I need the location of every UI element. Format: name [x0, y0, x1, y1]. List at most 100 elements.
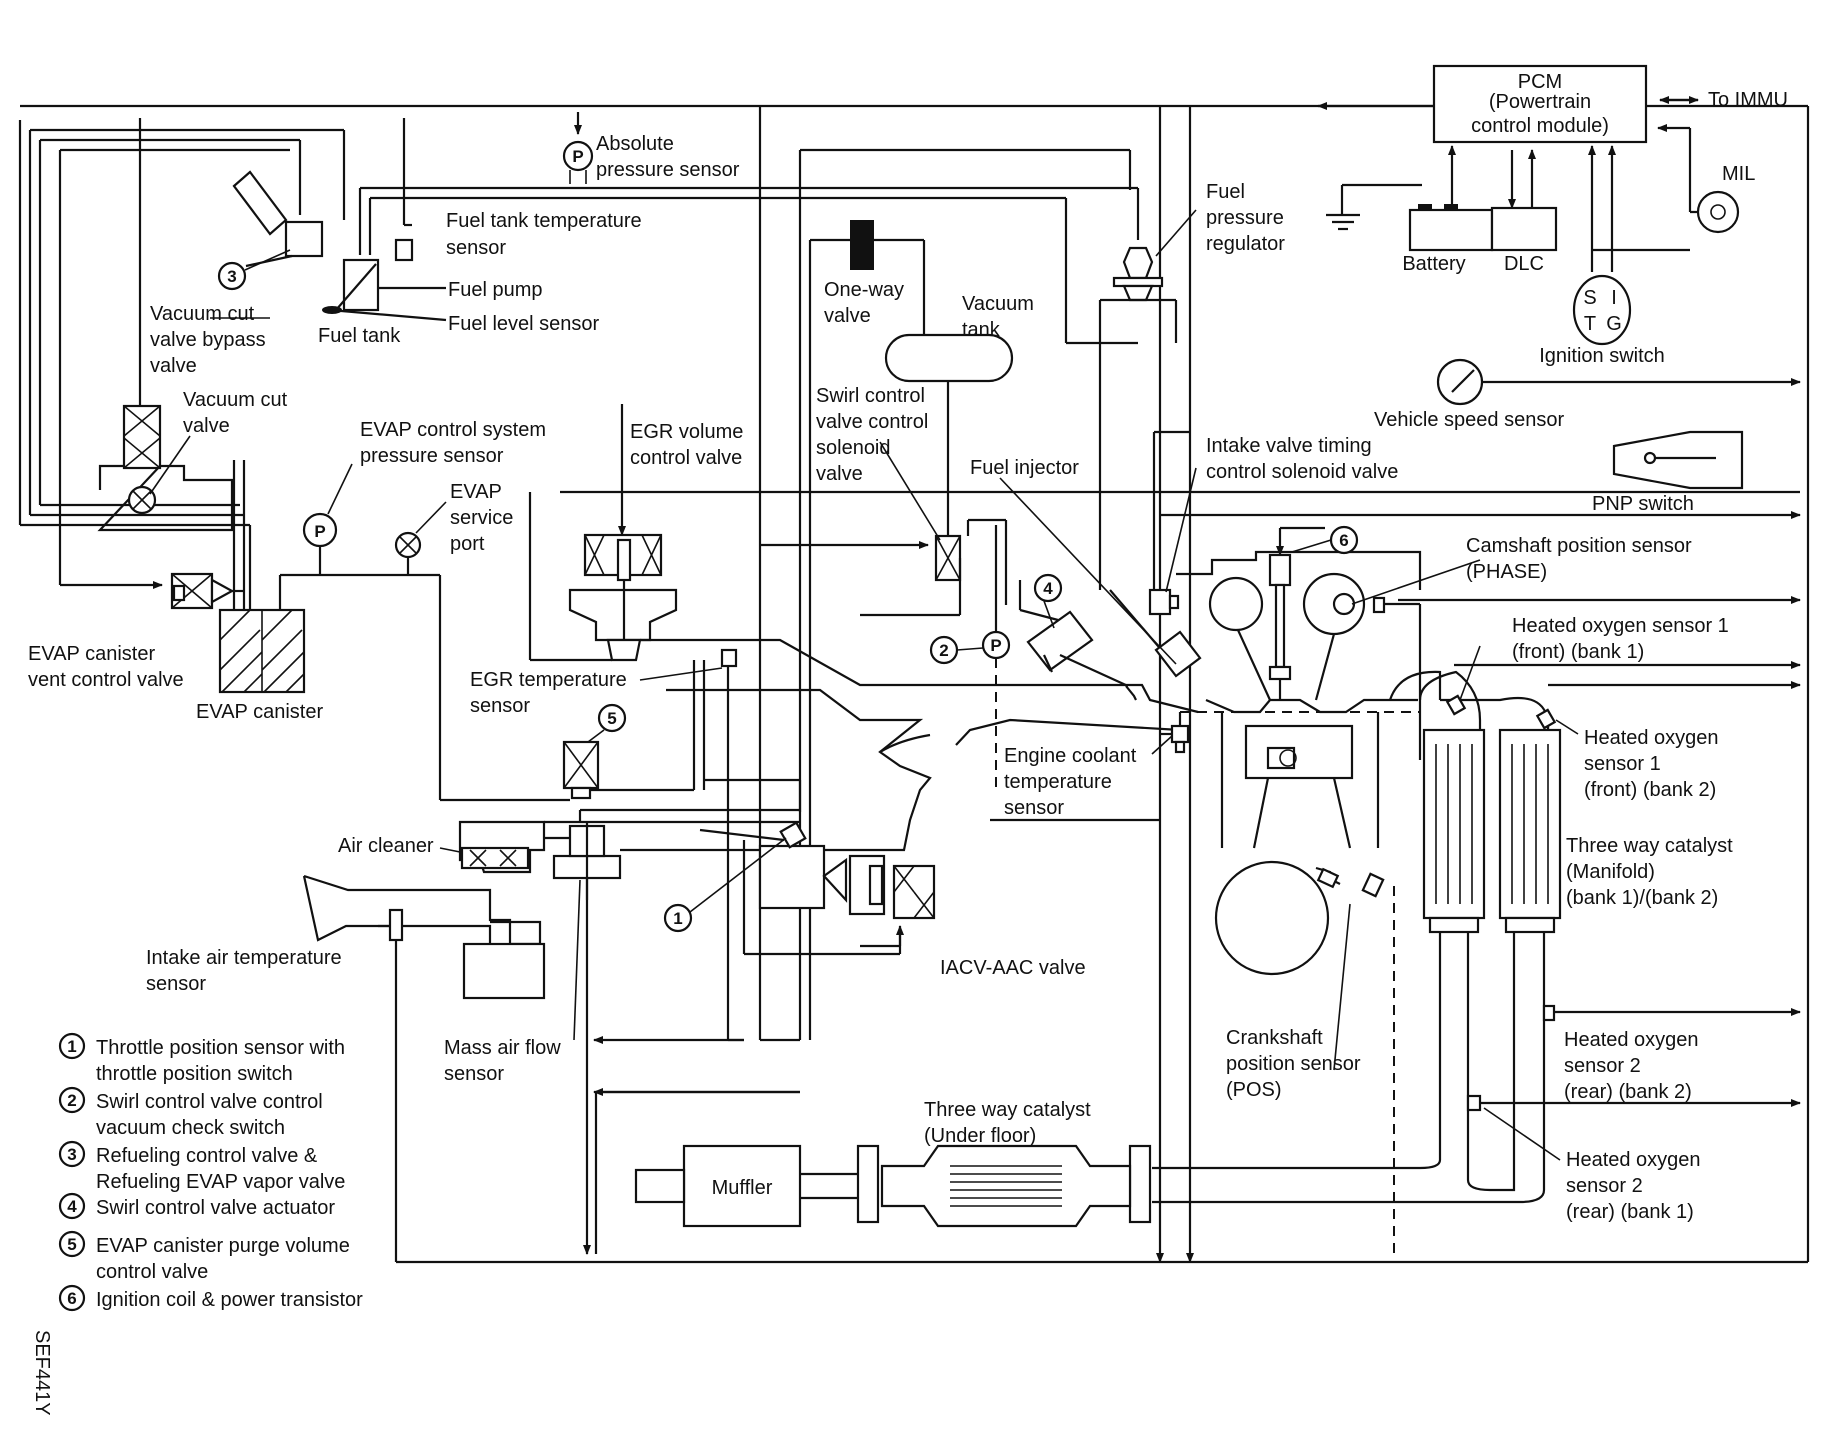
swirl-solenoid-label-4: valve — [816, 463, 863, 485]
evap-vent-valve-icon — [170, 572, 244, 610]
crankshaft-icon — [1214, 860, 1385, 976]
ho2s1-bank1-icon — [1445, 694, 1467, 716]
legend-item-text: EVAP canister purge volume — [96, 1235, 350, 1257]
legend-item-number: 3 — [67, 1145, 76, 1164]
callout-1: 1 — [663, 837, 787, 933]
maf-label-2: sensor — [444, 1063, 504, 1085]
signal-lines — [560, 490, 1801, 1107]
throttle-body-icon — [699, 821, 902, 956]
underfloor-catalyst-icon — [800, 1144, 1152, 1228]
ect-label-1: Engine coolant — [1004, 745, 1137, 767]
iat-label-1: Intake air temperature — [146, 947, 342, 969]
ho2s2-bank1-label-2: sensor 2 — [1566, 1175, 1643, 1197]
pcm-box: PCM (Powertrain control module) — [1432, 64, 1648, 144]
swirl-solenoid-icon — [760, 381, 1008, 617]
legend-item-text: throttle position switch — [96, 1063, 293, 1085]
swirl-control-valve-actuator-icon — [1018, 580, 1137, 701]
fuel-tank-temp-label-2: sensor — [446, 237, 506, 259]
ho2s1-bank2-icon — [1535, 708, 1557, 730]
legend-item-number: 1 — [67, 1037, 76, 1056]
ho2s1-bank2-label-2: sensor 1 — [1584, 753, 1661, 775]
absolute-p-symbol: P — [572, 147, 583, 166]
legend-item-number: 4 — [67, 1197, 77, 1216]
mil-icon — [1696, 190, 1740, 234]
vehicle-speed-sensor-icon — [1436, 358, 1801, 406]
fuel-tank-lines — [18, 118, 1138, 589]
ckp-label-2: position sensor — [1226, 1053, 1361, 1075]
maf-label-1: Mass air flow — [444, 1037, 561, 1059]
ho2s1-bank2-label-1: Heated oxygen — [1584, 727, 1719, 749]
air-cleaner-label: Air cleaner — [338, 835, 434, 857]
fuel-pressure-regulator-icon — [1098, 150, 1178, 590]
egr-temp-label-1: EGR temperature — [470, 669, 627, 691]
twc-manifold-label-2: (Manifold) — [1566, 861, 1655, 883]
egr-volume-label-2: control valve — [630, 447, 742, 469]
twc-underfloor-label-1: Three way catalyst — [924, 1099, 1091, 1121]
battery-icon — [1326, 183, 1494, 252]
callout-2: 2 — [929, 635, 984, 665]
ckp-label-1: Crankshaft — [1226, 1027, 1323, 1049]
vacuum-cut-bypass-label-1: Vacuum cut — [150, 303, 255, 325]
absolute-pressure-label-1: Absolute — [596, 133, 674, 155]
pnp-switch-label: PNP switch — [1592, 493, 1694, 515]
camshaft-label-1: Camshaft position sensor — [1466, 535, 1692, 557]
vehicle-speed-sensor-label: Vehicle speed sensor — [1374, 409, 1564, 431]
ignition-letter-t: T — [1584, 313, 1596, 335]
egr-temp-label-2: sensor — [470, 695, 530, 717]
legend-item: 5 EVAP canister purge volume control val… — [58, 1230, 350, 1283]
callout-6-number: 6 — [1339, 531, 1348, 550]
ho2s2-bank2-label-1: Heated oxygen — [1564, 1029, 1699, 1051]
fuel-level-sensor-label: Fuel level sensor — [448, 313, 600, 335]
air-cleaner-icon — [302, 808, 800, 1000]
callout-5: 5 — [587, 703, 627, 743]
callout-1-number: 1 — [673, 909, 682, 928]
check-switch-p-symbol: P — [990, 636, 1001, 655]
vacuum-cut-label-2: valve — [183, 415, 230, 437]
ignition-coil-icon — [1268, 526, 1325, 700]
evap-pressure-label-2: pressure sensor — [360, 445, 504, 467]
legend-item: 2 Swirl control valve control vacuum che… — [58, 1086, 323, 1139]
refueling-valve-icon — [232, 170, 324, 268]
ckp-label-3: (POS) — [1226, 1079, 1282, 1101]
battery-label: Battery — [1402, 253, 1465, 275]
evap-pressure-sensor-icon: P — [302, 512, 338, 548]
mil-label: MIL — [1722, 163, 1755, 185]
vacuum-check-switch-icon: P — [981, 525, 1011, 792]
legend-item: 4 Swirl control valve actuator — [58, 1192, 335, 1220]
fuel-pressure-regulator-label-1: Fuel — [1206, 181, 1245, 203]
legend: 1 Throttle position sensor with throttle… — [58, 1032, 363, 1312]
callout-4: 4 — [1033, 573, 1063, 629]
ho2s2-bank1-icon — [1466, 1094, 1482, 1112]
legend-item-text: Throttle position sensor with — [96, 1037, 345, 1059]
muffler-icon — [634, 1144, 802, 1228]
egr-temperature-sensor-icon — [639, 648, 738, 1040]
fuel-injector-label: Fuel injector — [970, 457, 1079, 479]
ho2s1-bank1-label-2: (front) (bank 1) — [1512, 641, 1644, 663]
legend-item-text: Ignition coil & power transistor — [96, 1289, 363, 1311]
pnp-switch-icon — [1612, 430, 1744, 490]
evap-vent-label-1: EVAP canister — [28, 643, 155, 665]
ho2s2-bank1-label-1: Heated oxygen — [1566, 1149, 1701, 1171]
absolute-pressure-sensor-icon: P — [562, 112, 594, 184]
evap-port-label-3: port — [450, 533, 485, 555]
evap-service-port-icon — [394, 531, 422, 575]
legend-item-number: 2 — [67, 1091, 76, 1110]
legend-item-number: 5 — [67, 1235, 76, 1254]
vacuum-cut-valve-icon — [97, 464, 234, 532]
evap-pressure-label-1: EVAP control system — [360, 419, 546, 441]
ignition-switch-label: Ignition switch — [1539, 345, 1665, 367]
ignition-letter-i: I — [1611, 287, 1617, 309]
ignition-switch-icon: S T I G — [1572, 274, 1632, 346]
camshaft-label-2: (PHASE) — [1466, 561, 1547, 583]
intake-valve-timing-solenoid-icon — [1148, 430, 1190, 616]
egr-passage-icon — [580, 660, 802, 812]
dlc-icon — [1490, 206, 1558, 252]
iacv-aac-label: IACV-AAC valve — [940, 957, 1086, 979]
evap-canister-label: EVAP canister — [196, 701, 323, 723]
one-way-label-2: valve — [824, 305, 871, 327]
twc-manifold-label-3: (bank 1)/(bank 2) — [1566, 887, 1718, 909]
legend-item-text: Refueling EVAP vapor valve — [96, 1171, 345, 1193]
swirl-solenoid-label-2: valve control — [816, 411, 928, 433]
evap-purge-valve-icon — [562, 740, 600, 800]
